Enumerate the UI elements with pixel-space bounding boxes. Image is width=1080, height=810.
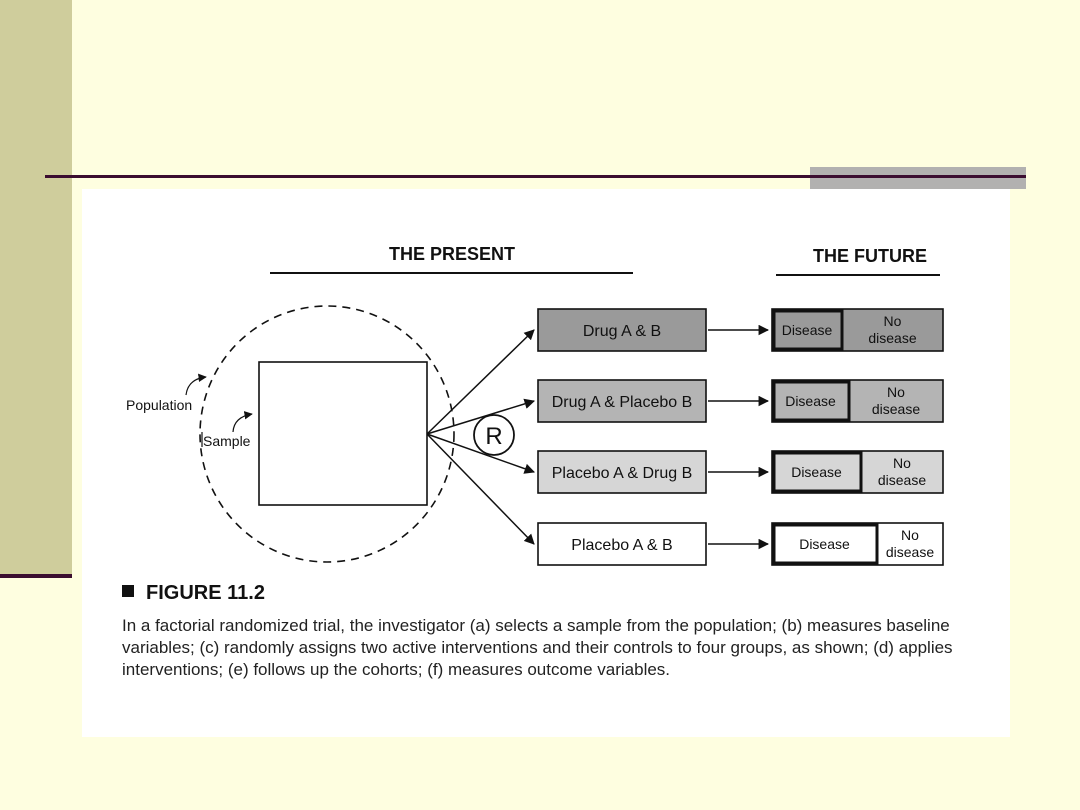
- randomize-arrow-2: [426, 398, 536, 435]
- population-pointer: [185, 373, 207, 396]
- factorial-trial-diagram: THE PRESENT THE FUTURE Population Sample…: [126, 244, 944, 566]
- randomize-circle: [473, 414, 515, 456]
- no-disease-line2-4: disease: [886, 544, 934, 560]
- disease-label-2: Disease: [785, 393, 836, 409]
- sample-label: Sample: [203, 433, 251, 449]
- disease-label-3: Disease: [791, 464, 842, 480]
- group-box-4: [537, 522, 707, 566]
- outcome-box-3: [771, 450, 944, 494]
- disease-label-1: Disease: [782, 322, 833, 338]
- figure-caption-heading: FIGURE 11.2: [122, 582, 265, 605]
- no-disease-line1-2: No: [887, 384, 905, 400]
- disease-cell-1: [772, 309, 844, 351]
- no-disease-line2-1: disease: [868, 330, 916, 346]
- figure-panel: THE PRESENT THE FUTURE Population Sample…: [82, 189, 1010, 737]
- randomize-arrow-4: [426, 433, 535, 545]
- sample-pointer: [232, 411, 253, 433]
- figure-number: FIGURE 11.2: [146, 582, 265, 604]
- group-box-2: [537, 379, 707, 423]
- disease-cell-3: [772, 451, 863, 493]
- no-disease-line1-1: No: [884, 313, 902, 329]
- header-future: THE FUTURE: [813, 246, 927, 266]
- figure-caption-text: In a factorial randomized trial, the inv…: [122, 616, 953, 679]
- disease-cell-2: [772, 380, 851, 422]
- disease-label-4: Disease: [799, 536, 850, 552]
- caption-bullet-square: [122, 585, 134, 597]
- title-rule-accent: [810, 167, 1026, 189]
- randomize-arrow-1: [426, 329, 535, 435]
- header-present: THE PRESENT: [389, 244, 515, 264]
- population-label: Population: [126, 397, 192, 413]
- no-disease-line1-3: No: [893, 455, 911, 471]
- left-bar-underline: [0, 574, 72, 578]
- title-rule-accent-line: [810, 175, 1026, 178]
- group-box-1: [537, 308, 707, 352]
- outcome-box-2: [771, 379, 944, 423]
- disease-cell-4: [772, 523, 879, 565]
- no-disease-line2-2: disease: [872, 401, 920, 417]
- group-box-3: [537, 450, 707, 494]
- no-disease-line1-4: No: [901, 527, 919, 543]
- title-rule-line: [45, 175, 1026, 178]
- randomize-arrow-3: [426, 433, 535, 474]
- randomize-label: R: [485, 423, 502, 450]
- group-label-3: Placebo A & Drug B: [552, 465, 693, 482]
- no-disease-line2-3: disease: [878, 472, 926, 488]
- outcome-box-1: [771, 308, 944, 352]
- left-sidebar-bar: [0, 0, 72, 576]
- group-label-1: Drug A & B: [583, 323, 661, 340]
- outcome-box-4: [771, 522, 944, 566]
- group-label-2: Drug A & Placebo B: [552, 394, 693, 411]
- sample-box: [258, 361, 428, 506]
- group-label-4: Placebo A & B: [571, 537, 672, 554]
- population-circle: [199, 305, 455, 563]
